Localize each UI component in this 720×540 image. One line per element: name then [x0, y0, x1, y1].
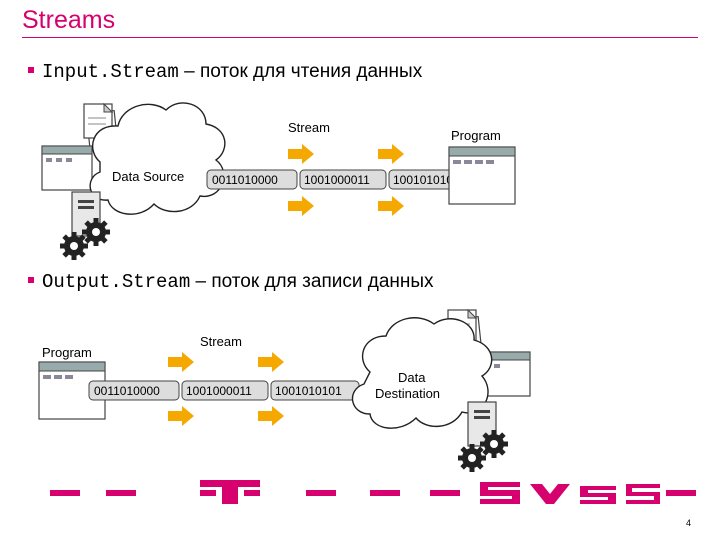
program-label-input: Program — [451, 128, 501, 143]
stream-arrow-icon — [168, 352, 194, 372]
stream-arrow-icon — [378, 144, 404, 164]
bullet-code-output: Output.Stream — [42, 271, 191, 293]
stream-arrow-icon — [168, 406, 194, 426]
data-source-cloud — [89, 102, 226, 215]
title-divider — [22, 37, 698, 38]
bits-value: 0011010000 — [212, 173, 278, 187]
slide-title: Streams — [22, 6, 116, 34]
stream-label-input: Stream — [288, 120, 330, 135]
data-source-label: Data Source — [112, 169, 184, 184]
brand-logo — [50, 480, 696, 504]
window-icon — [41, 145, 93, 191]
stream-arrow-icon — [288, 196, 314, 216]
program-window-icon — [448, 146, 516, 205]
data-destination-cloud — [352, 317, 493, 429]
bullet-square-icon — [28, 276, 34, 283]
bits-value: 1001000011 — [304, 173, 370, 187]
bullet-input-stream: Input.Stream – поток для чтения данных — [28, 61, 422, 83]
stream-arrow-icon — [288, 144, 314, 164]
bits-value: 1001010101 — [393, 173, 460, 187]
bits-row-input: 0011010000 1001000011 1001010101 — [206, 169, 478, 190]
bits-value: 0011010000 — [94, 384, 160, 398]
gear-icon — [82, 218, 110, 246]
gear-icon — [480, 430, 508, 458]
bullet-square-icon — [28, 66, 34, 73]
gear-icon — [458, 444, 486, 472]
bullet-text-output: – поток для записи данных — [190, 271, 434, 292]
bullet-output-stream: Output.Stream – поток для записи данных — [28, 271, 434, 293]
bullet-code-input: Input.Stream — [42, 61, 179, 83]
data-destination-label-2: Destination — [375, 386, 440, 401]
stream-arrow-icon — [378, 196, 404, 216]
bullet-text-input: – поток для чтения данных — [178, 61, 423, 82]
program-label-output: Program — [42, 345, 92, 360]
stream-arrow-icon — [258, 406, 284, 426]
bits-value: 1001000011 — [186, 384, 252, 398]
gear-icon — [60, 232, 88, 260]
bits-value: 1001010101 — [275, 384, 342, 398]
page-number: 4 — [686, 518, 692, 528]
stream-label-output: Stream — [200, 334, 242, 349]
data-destination-label-1: Data — [398, 370, 426, 385]
stream-arrow-icon — [258, 352, 284, 372]
bits-row-output: 0011010000 1001000011 1001010101 — [88, 380, 360, 401]
